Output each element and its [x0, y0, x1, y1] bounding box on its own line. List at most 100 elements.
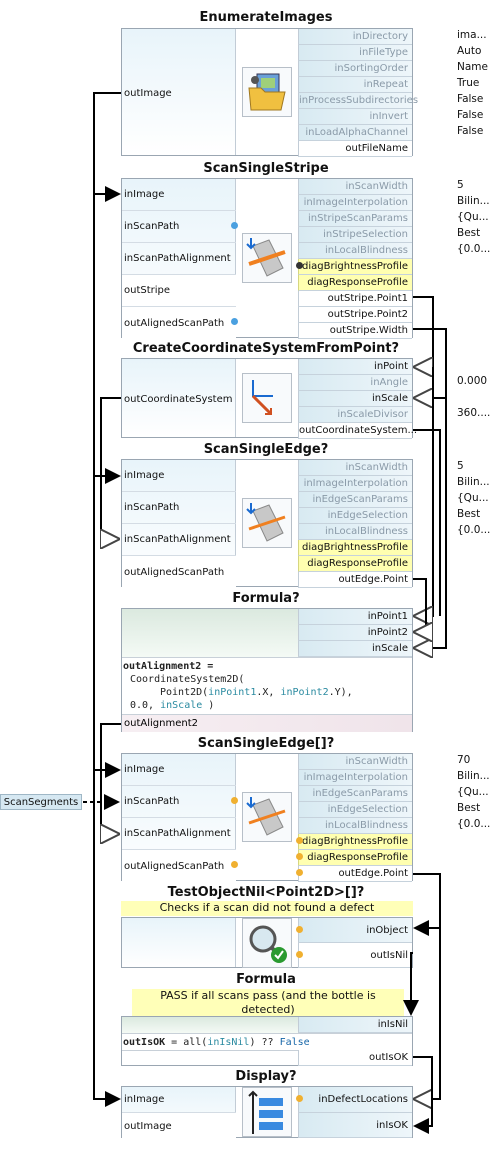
port-in-scan-path[interactable]: inScanPath — [122, 492, 236, 524]
port-in-directory[interactable]: inDirectory — [298, 29, 412, 45]
port-out-coordinate-system[interactable]: outCoordinateSystem — [124, 393, 233, 405]
enumerate-images-block[interactable]: outImage inDirectory inFileType inSortin… — [121, 28, 418, 157]
port-out-aligned-scan-path[interactable]: outAlignedScanPath — [122, 307, 236, 339]
value-in-edge-scan-params[interactable]: {Qu... — [457, 492, 489, 504]
port-in-scan-path-alignment[interactable]: inScanPathAlignment — [122, 243, 236, 275]
port-in-is-ok[interactable]: inIsOK — [298, 1113, 412, 1138]
value-in-image-interpolation[interactable]: Bilin... — [457, 476, 490, 488]
value-in-sorting-order[interactable]: Name — [457, 61, 488, 73]
value-in-stripe-scan-params[interactable]: {Qu... — [457, 211, 489, 223]
port-in-object[interactable]: inObject — [298, 918, 412, 943]
scan-single-edge-array-block[interactable]: inImage inScanPath inScanPathAlignment o… — [121, 753, 413, 882]
port-in-scale-divisor[interactable]: inScaleDivisor — [298, 407, 412, 423]
create-coordinate-system-block[interactable]: outCoordinateSystem inPoint inAngle inSc… — [121, 358, 417, 439]
value-in-scan-width[interactable]: 70 — [457, 754, 471, 766]
port-in-stripe-scan-params[interactable]: inStripeScanParams — [298, 211, 412, 227]
value-in-scan-width[interactable]: 5 — [457, 460, 464, 472]
port-in-process-subdirectories[interactable]: inProcessSubdirectories — [298, 93, 418, 109]
port-in-load-alpha-channel[interactable]: inLoadAlphaChannel — [298, 125, 412, 141]
port-in-scan-path-alignment[interactable]: inScanPathAlignment — [122, 524, 236, 556]
port-out-stripe[interactable]: outStripe — [122, 275, 236, 307]
formula-block[interactable]: inPoint1 inPoint2 inScale outAlignment2 … — [121, 608, 413, 732]
port-diag-response-profile[interactable]: diagResponseProfile — [298, 556, 412, 572]
value-in-directory[interactable]: ima... — [457, 29, 487, 41]
port-out-is-nil[interactable]: outIsNil — [298, 943, 412, 968]
port-in-scan-width[interactable]: inScanWidth — [298, 754, 412, 770]
port-in-local-blindness[interactable]: inLocalBlindness — [298, 524, 412, 540]
port-out-stripe-point1[interactable]: outStripe.Point1 — [298, 291, 412, 307]
port-in-edge-scan-params[interactable]: inEdgeScanParams — [298, 492, 412, 508]
formula-editor[interactable]: outAlignment2 = CoordinateSystem2D( Poin… — [122, 657, 412, 715]
port-diag-response-profile[interactable]: diagResponseProfile — [298, 275, 412, 291]
port-out-edge-point[interactable]: outEdge.Point — [298, 572, 412, 588]
port-in-local-blindness[interactable]: inLocalBlindness — [298, 818, 412, 834]
test-object-nil-block[interactable]: inObject outIsNil — [121, 917, 413, 968]
port-in-point1[interactable]: inPoint1 — [298, 609, 412, 625]
port-out-stripe-point2[interactable]: outStripe.Point2 — [298, 307, 412, 323]
port-in-stripe-selection[interactable]: inStripeSelection — [298, 227, 412, 243]
port-in-image[interactable]: inImage — [122, 1087, 236, 1113]
scan-single-stripe-block[interactable]: inImage inScanPath inScanPathAlignment o… — [121, 178, 413, 339]
value-in-edge-selection[interactable]: Best — [457, 802, 481, 814]
port-out-stripe-width[interactable]: outStripe.Width — [298, 323, 412, 339]
port-in-scan-path[interactable]: inScanPath — [122, 786, 236, 818]
formula2-editor[interactable]: outIsOK = all(inIsNil) ?? False — [122, 1033, 412, 1051]
value-in-file-type[interactable]: Auto — [457, 45, 482, 57]
port-out-image[interactable]: outImage — [122, 1113, 236, 1139]
value-in-load-alpha-channel[interactable]: False — [457, 125, 484, 137]
port-out-aligned-scan-path[interactable]: outAlignedScanPath — [122, 850, 236, 882]
port-in-defect-locations[interactable]: inDefectLocations — [298, 1087, 412, 1113]
connector-dot — [231, 797, 238, 804]
scan-segments-input[interactable]: ScanSegments — [0, 794, 82, 810]
value-in-process-subdirectories[interactable]: False — [457, 93, 484, 105]
port-out-coordinate-system-right[interactable]: outCoordinateSystem... — [298, 423, 417, 439]
value-in-scan-width[interactable]: 5 — [457, 179, 464, 191]
display-block[interactable]: inImage outImage inDefectLocations inIsO… — [121, 1086, 413, 1139]
port-in-scan-width[interactable]: inScanWidth — [298, 179, 412, 195]
port-in-image[interactable]: inImage — [122, 460, 236, 492]
port-diag-brightness-profile[interactable]: diagBrightnessProfile — [298, 540, 412, 556]
scan-single-edge-block[interactable]: inImage inScanPath inScanPathAlignment o… — [121, 459, 413, 588]
port-in-sorting-order[interactable]: inSortingOrder — [298, 61, 412, 77]
port-in-image[interactable]: inImage — [122, 179, 236, 211]
port-in-is-nil[interactable]: inIsNil — [298, 1017, 412, 1033]
port-in-image-interpolation[interactable]: inImageInterpolation — [298, 195, 412, 211]
port-out-is-ok[interactable]: outIsOK — [298, 1050, 412, 1066]
port-in-scale[interactable]: inScale — [298, 641, 412, 657]
port-in-edge-selection[interactable]: inEdgeSelection — [298, 802, 412, 818]
value-in-image-interpolation[interactable]: Bilin... — [457, 195, 490, 207]
port-in-scan-width[interactable]: inScanWidth — [298, 460, 412, 476]
value-in-local-blindness[interactable]: {0.0... — [457, 524, 491, 536]
value-in-angle[interactable]: 0.000 — [457, 375, 488, 387]
port-in-point[interactable]: inPoint — [298, 359, 412, 375]
port-in-image[interactable]: inImage — [122, 754, 236, 786]
value-in-invert[interactable]: False — [457, 109, 484, 121]
port-in-image-interpolation[interactable]: inImageInterpolation — [298, 770, 412, 786]
value-in-local-blindness[interactable]: {0.0... — [457, 243, 491, 255]
value-in-edge-scan-params[interactable]: {Qu... — [457, 786, 489, 798]
value-in-local-blindness[interactable]: {0.0... — [457, 818, 491, 830]
port-in-scale[interactable]: inScale — [298, 391, 412, 407]
port-in-edge-scan-params[interactable]: inEdgeScanParams — [298, 786, 412, 802]
port-in-angle[interactable]: inAngle — [298, 375, 412, 391]
port-in-scan-path[interactable]: inScanPath — [122, 211, 236, 243]
value-in-edge-selection[interactable]: Best — [457, 508, 481, 520]
port-in-repeat[interactable]: inRepeat — [298, 77, 412, 93]
port-in-edge-selection[interactable]: inEdgeSelection — [298, 508, 412, 524]
port-in-local-blindness[interactable]: inLocalBlindness — [298, 243, 412, 259]
port-out-file-name[interactable]: outFileName — [298, 141, 412, 157]
formula2-block[interactable]: inIsNil outIsOK = all(inIsNil) ?? False … — [121, 1016, 413, 1066]
value-in-image-interpolation[interactable]: Bilin... — [457, 770, 490, 782]
port-in-image-interpolation[interactable]: inImageInterpolation — [298, 476, 412, 492]
port-out-alignment2[interactable]: outAlignment2 — [122, 715, 412, 732]
port-out-aligned-scan-path[interactable]: outAlignedScanPath — [122, 556, 236, 588]
port-in-invert[interactable]: inInvert — [298, 109, 412, 125]
port-out-image[interactable]: outImage — [124, 87, 172, 99]
value-in-scale-divisor[interactable]: 360.... — [457, 407, 491, 419]
port-in-scan-path-alignment[interactable]: inScanPathAlignment — [122, 818, 236, 850]
port-in-point2[interactable]: inPoint2 — [298, 625, 412, 641]
value-in-stripe-selection[interactable]: Best — [457, 227, 481, 239]
formula-token: .X, — [256, 687, 281, 698]
port-in-file-type[interactable]: inFileType — [298, 45, 412, 61]
value-in-repeat[interactable]: True — [457, 77, 480, 89]
